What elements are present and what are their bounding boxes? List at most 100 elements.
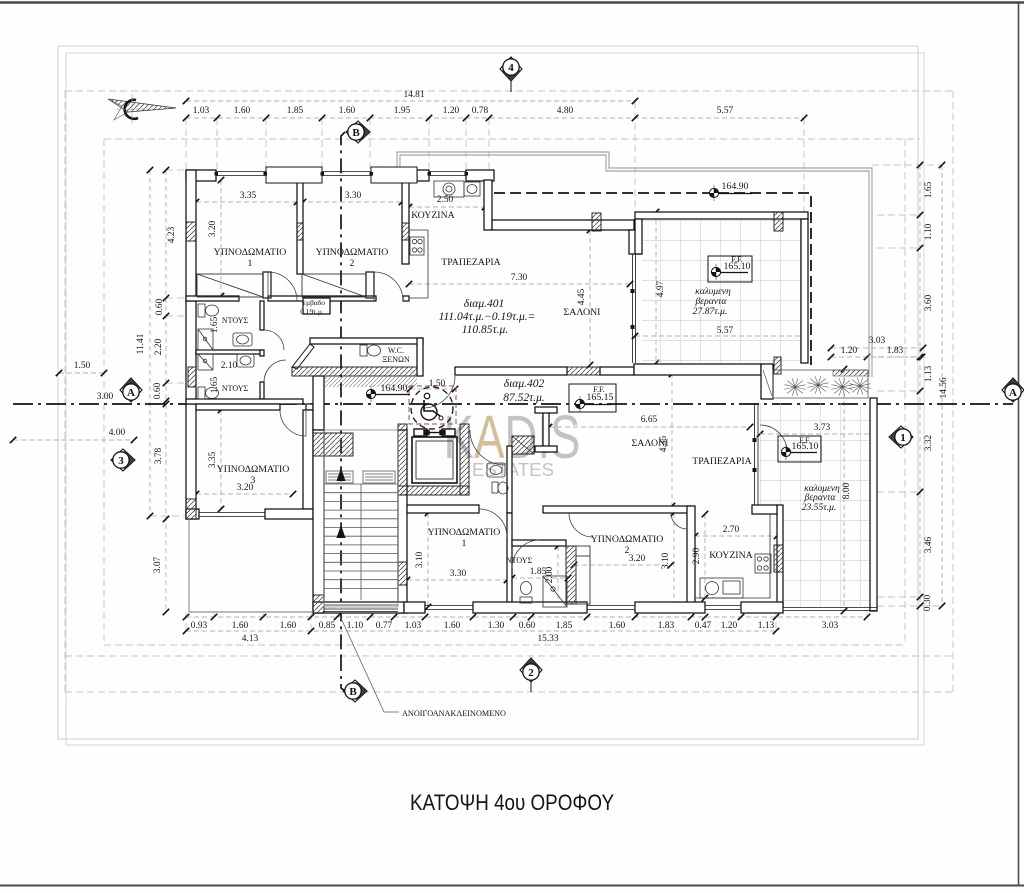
- level-value: 165.10: [792, 441, 819, 452]
- room-label: ΥΠΝΟΔΩΜΑΤΙΟ: [316, 247, 389, 258]
- dim-tick: [827, 353, 835, 361]
- dimension-label: 2.20: [154, 338, 164, 355]
- plant-frond: [841, 386, 850, 394]
- plant-frond: [794, 384, 806, 388]
- dim-tick: [162, 379, 170, 387]
- bath-fixtures: [197, 303, 568, 608]
- section-marker-label: 2: [528, 667, 534, 679]
- level-box: [707, 255, 753, 283]
- plant-frond: [814, 384, 819, 394]
- plant-frond: [849, 383, 861, 387]
- plant-frond: [831, 386, 843, 390]
- dim-tick: [701, 510, 709, 518]
- dim-tick: [318, 114, 326, 122]
- dim-tick: [307, 613, 315, 621]
- section-marker-label: 4: [508, 62, 514, 74]
- dim-tick: [162, 397, 170, 405]
- dimension-label: 15.33: [537, 634, 558, 644]
- plant-frond: [859, 377, 864, 387]
- dimension-label: 14.81: [403, 90, 424, 100]
- dimension-label: 1.03: [405, 621, 422, 631]
- dim-tick: [162, 312, 170, 320]
- room-label: ΚΟΥΖΙΝΑ: [709, 550, 752, 561]
- dimension-label: 4.80: [557, 106, 574, 116]
- level-box: [568, 383, 617, 413]
- wheelchair-symbol: [408, 385, 457, 430]
- room-label: διαμ.401: [464, 298, 504, 310]
- dimension-label: 3.10: [661, 552, 671, 569]
- plant-frond: [838, 378, 843, 388]
- plant-frond: [831, 384, 843, 388]
- dim-tick: [9, 436, 17, 444]
- dimension-label: 2.90: [692, 547, 702, 564]
- dimension-label: 1.30: [488, 621, 505, 631]
- dim-tick: [840, 607, 848, 615]
- level-value: 165.15: [587, 392, 614, 403]
- veranda-tiles: [642, 219, 870, 607]
- north-arrow: [107, 94, 177, 124]
- section-marker-label: 3: [118, 455, 124, 467]
- room-label: βεραντα: [695, 296, 728, 307]
- plant-frond: [794, 386, 799, 396]
- dim-tick: [213, 114, 221, 122]
- dimension-label: 0.85: [319, 621, 336, 631]
- dimension-label: 5.57: [717, 326, 734, 336]
- wc-diagonal-wall: [291, 343, 315, 370]
- dimension-label: 3.20: [208, 220, 218, 237]
- kitchen-402: [695, 514, 772, 599]
- room-label: διαμ.402: [504, 378, 545, 390]
- roof-dashed-line: [494, 192, 812, 365]
- room-label: ΥΠΝΟΔΩΜΑΤΙΟ: [217, 464, 290, 475]
- section-marker-b: B: [345, 120, 371, 144]
- level-box: [777, 435, 822, 463]
- dim-tick: [485, 114, 493, 122]
- watermark-letter: A: [474, 403, 505, 471]
- section-marker-label: B: [349, 686, 357, 698]
- dim-tick: [259, 613, 267, 621]
- dim-tick: [182, 627, 190, 635]
- level-ff-label: F.F.: [731, 255, 743, 264]
- dim-tick: [800, 114, 808, 122]
- elevator: [411, 428, 458, 484]
- dimension-label: 0.60: [153, 382, 163, 399]
- dimension-label: 3.35: [208, 451, 218, 468]
- dim-tick: [918, 353, 926, 361]
- plant-frond: [817, 378, 826, 386]
- dim-tick: [938, 161, 946, 169]
- dim-tick: [916, 244, 924, 252]
- dim-tick: [146, 512, 154, 520]
- dim-tick: [916, 488, 924, 496]
- dimension-label: 3.20: [237, 483, 254, 493]
- dim-tick: [307, 627, 315, 635]
- dimension-label: 3.00: [97, 392, 114, 402]
- slab-edge: [396, 151, 873, 377]
- room-label: ΞΕΝΩΝ: [382, 355, 410, 364]
- section-marker-3: 3: [110, 448, 136, 472]
- dimension-label: 1.85: [530, 567, 547, 577]
- dim-tick: [701, 613, 709, 621]
- dim-tick: [919, 344, 927, 352]
- plant-frond: [856, 385, 861, 395]
- room-label: ΥΠΝΟΔΩΜΑΤΙΟ: [214, 247, 287, 258]
- dimension-label: 4.45: [577, 288, 587, 305]
- section-marker-b: B: [342, 679, 368, 703]
- room-label: 23.55τ.μ.: [802, 502, 837, 513]
- room-label: 2: [625, 545, 630, 556]
- section-marker-label: B: [352, 127, 360, 139]
- dim-tick: [130, 436, 138, 444]
- dimension-label: 3.10: [415, 551, 425, 568]
- dimension-label: 3.78: [154, 447, 164, 464]
- plant-frond: [856, 377, 861, 387]
- dimension-label: 3.73: [814, 423, 831, 433]
- room-label: 27.87τ.μ.: [693, 306, 728, 317]
- dim-tick: [55, 369, 63, 377]
- dimension-label: 1.65: [210, 316, 220, 333]
- guide-lines: [64, 90, 954, 693]
- dim-tick: [289, 490, 297, 498]
- plant-frond: [794, 386, 803, 394]
- room-label: ΥΠΝΟΔΩΜΑΤΙΟ: [591, 534, 664, 545]
- room-label: ΥΠΝΟΔΩΜΑΤΙΟ: [428, 527, 501, 538]
- dimension-label: 0.47: [695, 621, 712, 631]
- plant-frond: [859, 379, 868, 387]
